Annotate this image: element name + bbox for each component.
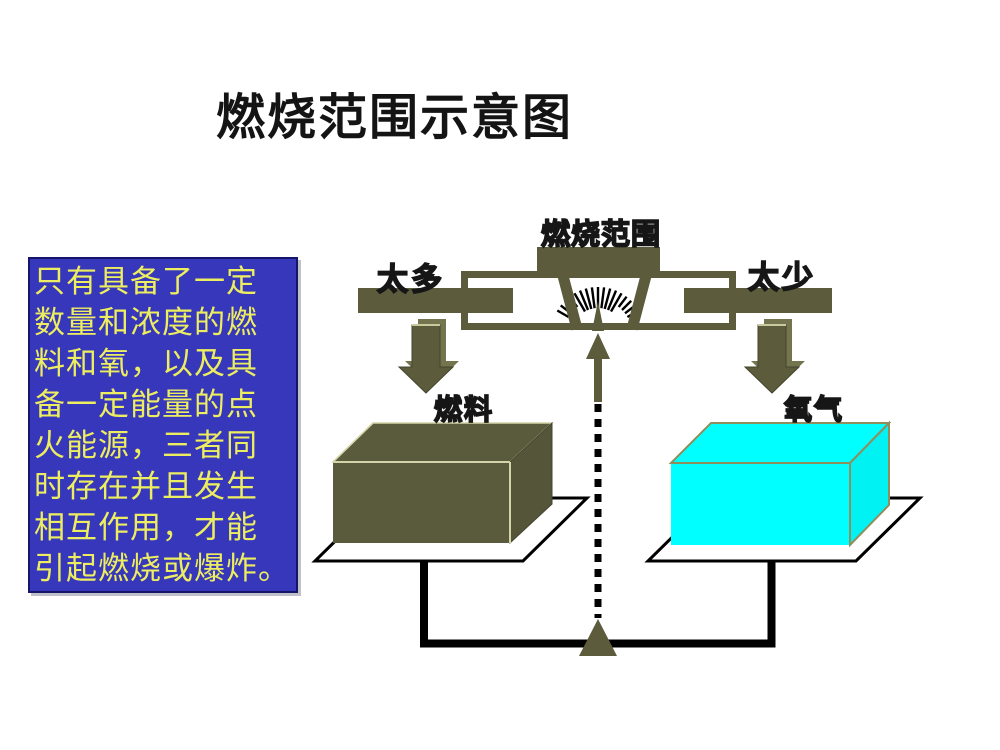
info-text-box: 只有具备了一定 数量和浓度的燃 料和氧，以及具 备一定能量的点 火能源，三者同 … bbox=[28, 257, 298, 593]
fuel-box bbox=[331, 421, 554, 545]
info-line: 引起燃烧或爆炸。 bbox=[34, 551, 290, 587]
page-title: 燃烧范围示意图 bbox=[216, 88, 574, 146]
left-beam-bar bbox=[358, 288, 468, 313]
left-beam-bar-tip bbox=[461, 288, 513, 313]
balance-fulcrum-icon bbox=[579, 619, 617, 656]
right-beam-bar bbox=[729, 288, 832, 313]
info-line: 时存在并且发生 bbox=[34, 469, 258, 505]
gauge-needle-icon bbox=[592, 301, 604, 331]
gauge-range-wedge-left bbox=[556, 270, 583, 331]
info-line: 火能源，三者同 bbox=[34, 428, 258, 464]
too-little-label: 太少 bbox=[747, 259, 816, 297]
oxygen-label: 氧气 bbox=[783, 392, 845, 427]
info-line: 料和氧，以及具 bbox=[34, 346, 258, 382]
gauge-cap bbox=[537, 247, 660, 273]
down-arrow-icon bbox=[743, 319, 805, 394]
pointer-up-icon bbox=[586, 333, 610, 402]
fuel-label: 燃料 bbox=[433, 392, 495, 427]
info-line: 只有具备了一定 bbox=[34, 264, 258, 300]
right-beam-bar-tip bbox=[684, 288, 736, 313]
info-line: 备一定能量的点 bbox=[34, 387, 258, 423]
gauge-range-wedge-right bbox=[626, 270, 653, 331]
gauge-range-label: 燃烧范围 bbox=[540, 216, 662, 252]
info-line: 相互作用，才能 bbox=[34, 510, 258, 546]
info-line: 数量和浓度的燃 bbox=[34, 305, 258, 341]
oxygen-box bbox=[668, 420, 892, 548]
down-arrow-icon bbox=[397, 319, 459, 394]
too-much-label: 太多 bbox=[376, 261, 445, 299]
